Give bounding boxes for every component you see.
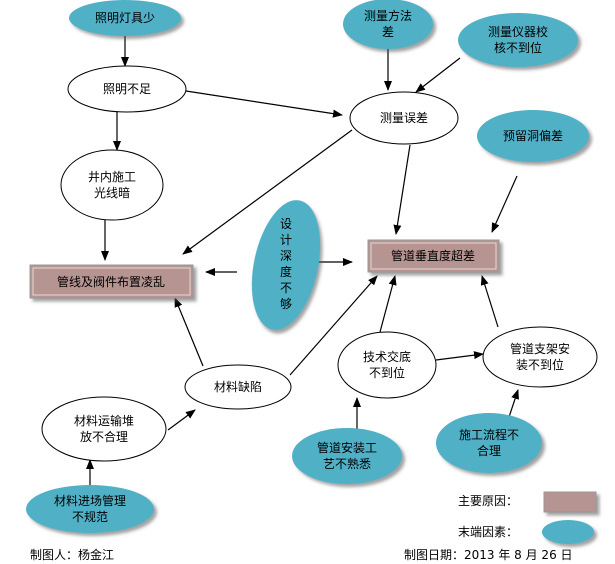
arrow-material-to-vertical [289,275,378,376]
main-cause-vertical-exceed: 管道垂直度超差 [367,239,500,273]
label-measure-method-2: 差 [382,25,394,39]
label-install-2: 艺不熟悉 [323,456,371,471]
arrow-lighting-to-measure [185,90,343,118]
legend-main-label: 主要原因： [458,494,518,508]
label-instrument-1: 测量仪器校 [488,24,548,39]
end-cause-lighting-fixtures: 照明灯具少 [69,0,181,36]
label-tech-2: 不到位 [369,365,405,380]
label-support-2: 装不到位 [516,357,564,372]
label-design-5: 不 [280,281,292,295]
label-design-4: 度 [280,264,292,279]
label-process-1: 施工流程不 [459,427,519,442]
arrow-support-to-vertical [480,275,499,328]
arrow-material-to-chaos [174,297,204,367]
label-insufficient-lighting: 照明不足 [103,82,151,96]
arrow-measure-to-vertical [393,144,411,235]
cause-support-install: 管道支架安 装不到位 [482,326,598,388]
cause-dark-shaft: 井内施工 光线暗 [60,149,164,221]
end-cause-instrument-calibration: 测量仪器校 核不到位 [458,13,578,67]
label-reserved-hole: 预留洞偏差 [503,128,563,143]
cause-material-defect: 材料缺陷 [184,364,292,410]
legend-end-label: 末端因素： [458,525,518,539]
end-cause-entry-management: 材料进场管理 不规范 [26,485,154,533]
main-cause-pipeline-chaos: 管线及阀件布置凌乱 [29,264,194,299]
arrow-tech-to-support [435,351,484,361]
end-cause-install-unfamiliar: 管道安装工 艺不熟悉 [292,428,402,484]
label-pipeline-chaos: 管线及阀件布置凌乱 [57,274,165,289]
label-transport-1: 材料运输堆 [74,413,134,428]
label-entry-1: 材料进场管理 [54,493,126,508]
arrow-instrument-to-measure [415,57,461,93]
label-design-6: 够 [280,297,292,311]
end-cause-reserved-hole: 预留洞偏差 [477,110,589,162]
end-cause-design-depth: 设 计 深 度 不 够 [251,200,321,330]
cause-measure-error: 测量误差 [349,91,459,145]
cause-tech-disclosure: 技术交底 不到位 [337,331,437,399]
label-entry-2: 不规范 [72,509,108,524]
label-material-defect: 材料缺陷 [214,379,262,394]
label-lighting-fixtures: 照明灯具少 [95,11,155,25]
label-instrument-2: 核不到位 [494,40,542,55]
arrow-transport-to-material [167,409,196,431]
connectors [86,36,519,485]
label-design-2: 计 [280,233,292,247]
label-dark-2: 光线暗 [94,185,130,200]
footer-date: 制图日期：2013 年 8 月 26 日 [404,548,573,562]
label-tech-1: 技术交底 [363,349,411,364]
legend-end-swatch [542,520,594,544]
arrow-tech-to-vertical [379,275,397,333]
end-cause-process-unreasonable: 施工流程不 合理 [436,413,542,473]
label-vertical-exceed: 管道垂直度超差 [391,248,475,263]
arrow-measure-to-chaos [182,129,353,255]
cause-insufficient-lighting: 照明不足 [67,65,187,113]
label-process-2: 合理 [477,443,501,458]
legend: 主要原因： 末端因素： [458,491,597,544]
label-measure-error: 测量误差 [380,111,428,125]
label-dark-1: 井内施工 [88,170,136,184]
label-install-1: 管道安装工 [317,440,377,455]
label-design-3: 深 [280,249,292,263]
label-support-1: 管道支架安 [510,341,570,356]
footer-author: 制图人：杨金江 [30,548,115,562]
label-measure-method-1: 测量方法 [364,8,412,23]
cause-transport-stack: 材料运输堆 放不合理 [41,396,167,462]
arrow-reserved-to-vertical [491,175,518,233]
label-transport-2: 放不合理 [80,429,128,444]
legend-main-swatch [543,491,597,513]
arrow-process-to-support [507,389,519,421]
end-cause-measure-method: 测量方法 差 [343,0,433,49]
label-design-1: 设 [280,217,292,231]
